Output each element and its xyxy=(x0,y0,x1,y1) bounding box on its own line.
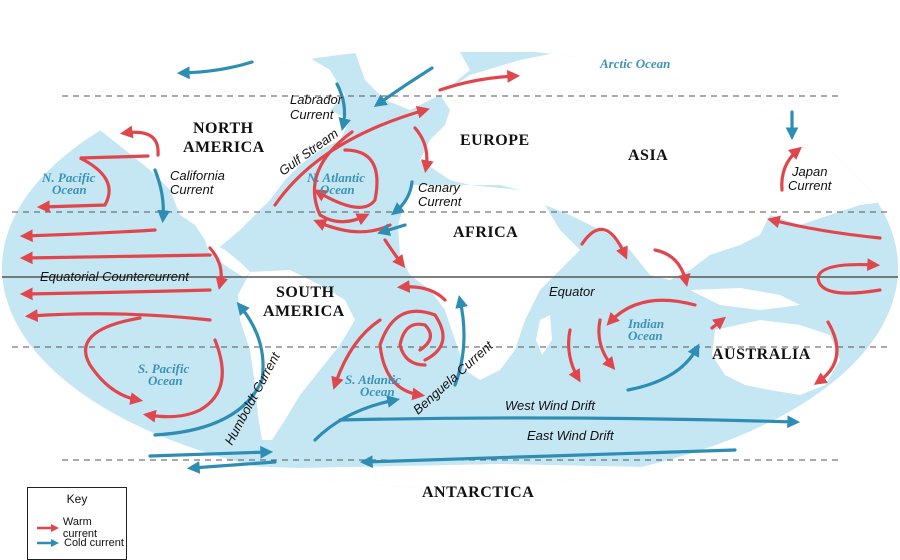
indonesia-landmass xyxy=(690,288,800,310)
west-australian-current-arrow xyxy=(626,343,700,392)
california-current-arrow xyxy=(153,168,171,224)
east-wind-drift-arrow xyxy=(359,448,737,469)
australia-label: AUSTRALIA xyxy=(712,346,811,363)
legend-cold-label: Cold current xyxy=(64,537,124,549)
north-atlantic-gyre-arrow xyxy=(312,130,370,226)
cold-arrow-icon xyxy=(37,539,59,547)
indian-equatorial-arrow xyxy=(606,298,697,326)
north-equatorial-pacific-arrow xyxy=(19,228,157,243)
legend-title: Key xyxy=(66,492,88,506)
south-pacific-return-arrow xyxy=(142,338,224,423)
west-wind-drift-label: West Wind Drift xyxy=(505,398,596,413)
canary-current-label-line1: Canary xyxy=(418,180,461,195)
equatorial-countercurrent-label: Equatorial Countercurrent xyxy=(40,269,190,284)
california-current-label-line1: California xyxy=(170,168,225,183)
south-equatorial-pacific-arrow xyxy=(19,287,212,301)
east-wind-drift-label: East Wind Drift xyxy=(527,428,615,443)
east-pacific-loop-arrow xyxy=(816,258,882,295)
north-america-label-line2: AMERICA xyxy=(183,139,265,156)
pacific-warm-arrow-3 xyxy=(19,251,212,265)
n-pacific-ocean-label-line2: Ocean xyxy=(52,182,87,197)
indian-south-arrow-1 xyxy=(567,328,581,383)
labrador-current-arrow xyxy=(335,82,352,131)
north-pacific-warm-arrow-2 xyxy=(36,154,150,214)
japan-current-label-line1: Japan xyxy=(791,164,827,179)
arctic-cold-current-arrow xyxy=(176,60,254,80)
south-america-label-line1: SOUTH xyxy=(276,284,335,301)
africa-landmass xyxy=(398,185,580,380)
california-current-label-line2: Current xyxy=(170,182,215,197)
benguela-current-arrow xyxy=(453,295,468,387)
indian-monsoon-arrow xyxy=(580,227,628,260)
south-pacific-gyre-arrow xyxy=(24,309,212,322)
japan-current-arrow xyxy=(780,146,802,192)
indian-south-arrow-2 xyxy=(597,318,616,370)
leeuwin-arrow xyxy=(710,316,726,330)
south-atlantic-spiral-arrow xyxy=(378,309,445,401)
south-pacific-loop-arrow xyxy=(84,316,144,405)
antarctic-return-arrow-1 xyxy=(186,460,277,474)
australia-landmass xyxy=(712,320,840,395)
humboldt-current-arrow xyxy=(153,302,265,437)
legend-warm-row: Warm current xyxy=(36,516,126,540)
north-america-label-line1: NORTH xyxy=(193,120,254,137)
japan-current-label-line2: Current xyxy=(788,178,833,193)
north-atlantic-drift-arrow xyxy=(438,69,521,92)
europe-label: EUROPE xyxy=(460,132,530,149)
indian-north-arrow xyxy=(653,248,691,287)
atlantic-equatorial-arrow xyxy=(383,238,406,269)
kuroshio-east-arrow xyxy=(767,215,882,240)
south-pacific-cold-arrow xyxy=(148,445,274,459)
south-equatorial-atlantic-arrow xyxy=(396,280,447,302)
madagascar-landmass xyxy=(536,315,552,355)
north-atlantic-east-arrow xyxy=(413,126,434,174)
n-atlantic-ocean-label-line1: N. Atlantic xyxy=(306,170,365,185)
s-pacific-ocean-label-line2: Ocean xyxy=(148,373,183,388)
legend-warm-label: Warm current xyxy=(62,516,98,540)
south-america-landmass xyxy=(238,270,355,440)
warm-arrow-icon xyxy=(37,524,59,532)
east-greenland-current-arrow xyxy=(373,66,434,107)
s-pacific-ocean-label-line1: S. Pacific xyxy=(138,361,189,376)
n-pacific-ocean-label-line1: N. Pacific xyxy=(41,170,96,185)
canary-current-label-line2: Current xyxy=(418,194,463,209)
n-atlantic-ocean-label-line2: Ocean xyxy=(320,182,355,197)
south-atlantic-inner-spiral xyxy=(398,322,432,367)
s-atlantic-ocean-label-line1: S. Atlantic xyxy=(345,372,401,387)
labrador-current-label-line2: Current xyxy=(290,107,335,122)
equatorial-countercurrent-arrow xyxy=(208,246,229,290)
arctic-ocean-label: Arctic Ocean xyxy=(599,56,670,71)
east-australian-current-arrow xyxy=(813,320,839,385)
legend-cold-row: Cold current xyxy=(36,537,124,549)
legend-key: Key Warm current Cold current xyxy=(27,487,127,560)
indian-ocean-label-line1: Indian xyxy=(627,316,664,331)
n-atlantic-loop-arrow xyxy=(313,148,379,209)
s-atlantic-ocean-label-line2: Ocean xyxy=(360,384,395,399)
south-america-cold-arrow xyxy=(313,395,401,442)
africa-label: AFRICA xyxy=(453,224,518,241)
west-wind-drift-arrow xyxy=(338,415,801,429)
antarctica-label: ANTARCTICA xyxy=(422,484,534,501)
asia-label: ASIA xyxy=(628,147,668,164)
north-pacific-warm-arrow-1 xyxy=(119,125,160,157)
south-america-label-line2: AMERICA xyxy=(263,303,345,320)
indian-ocean-label-line2: Ocean xyxy=(628,328,663,343)
equator-label: Equator xyxy=(549,284,595,299)
canary-current-arrow xyxy=(391,180,414,216)
brazil-current-arrow xyxy=(331,318,382,390)
central-america-landmass xyxy=(205,240,250,278)
labrador-current-label-line1: Labrador xyxy=(290,92,343,107)
caribbean-cold-arrow xyxy=(377,223,407,236)
